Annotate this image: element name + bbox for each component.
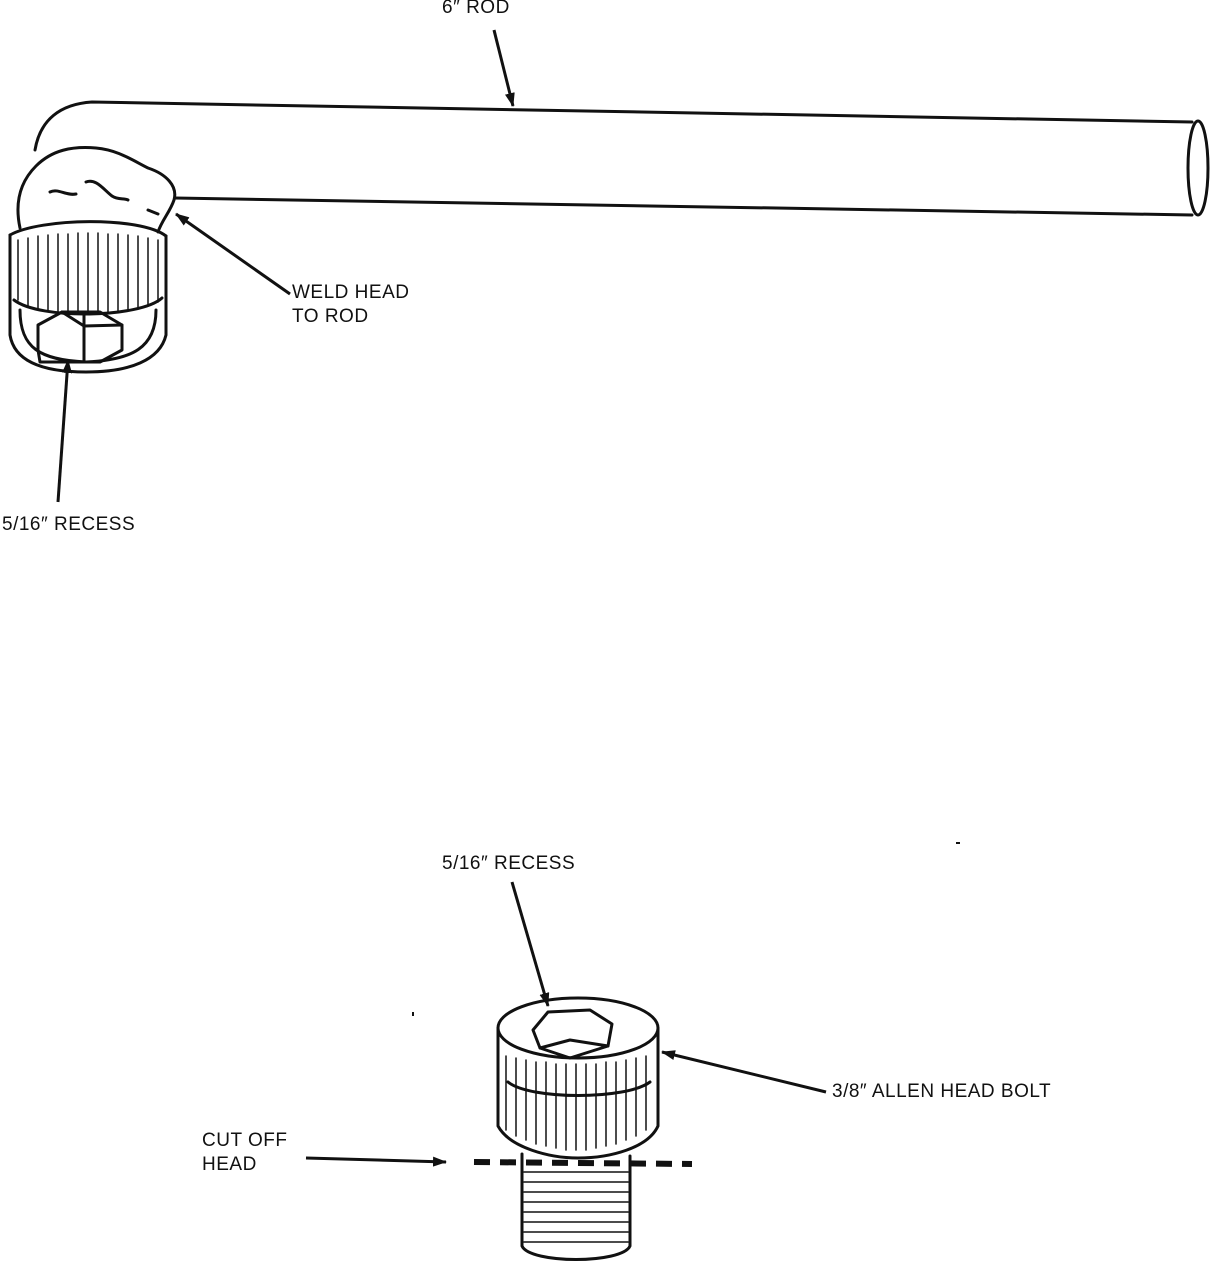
- recess-label-bottom: 5/16″ RECESS: [442, 853, 576, 874]
- rod-label: 6″ ROD: [442, 0, 510, 18]
- cut-label-line1: CUT OFF: [202, 1130, 288, 1151]
- bolt-label: 3/8″ ALLEN HEAD BOLT: [832, 1081, 1052, 1102]
- recess-arrow-top: [56, 359, 73, 503]
- bolt-head: [496, 996, 660, 1160]
- weld-blob: [16, 146, 177, 234]
- specks: [412, 842, 960, 1016]
- weld-label: WELD HEAD TO ROD: [292, 281, 409, 329]
- allen-bolt: [496, 996, 660, 1261]
- rod-shape: [33, 100, 1210, 217]
- socket-head: [8, 220, 168, 374]
- thread-lines: [523, 1171, 629, 1243]
- weld-label-line1: WELD HEAD: [292, 282, 410, 303]
- recess-label-top: 5/16″ RECESS: [2, 514, 136, 535]
- weld-label-line2: TO ROD: [292, 306, 369, 327]
- cut-label: CUT OFF HEAD: [202, 1129, 287, 1177]
- welded-tool: [8, 100, 1210, 374]
- callout-arrows-top: [56, 29, 515, 503]
- knurl-hatch-top: [17, 232, 159, 313]
- recess-arrow-bottom: [510, 881, 550, 1007]
- cut-line: [473, 1159, 693, 1167]
- weld-arrow: [175, 212, 291, 296]
- callout-arrows-bottom: [305, 881, 827, 1167]
- rod-arrow: [492, 29, 515, 107]
- bolt-arrow: [661, 1050, 827, 1094]
- cut-arrow: [305, 1156, 447, 1167]
- bolt-shank: [520, 1152, 632, 1261]
- knurl-hatch-bottom: [505, 1055, 647, 1151]
- cut-label-line2: HEAD: [202, 1154, 257, 1175]
